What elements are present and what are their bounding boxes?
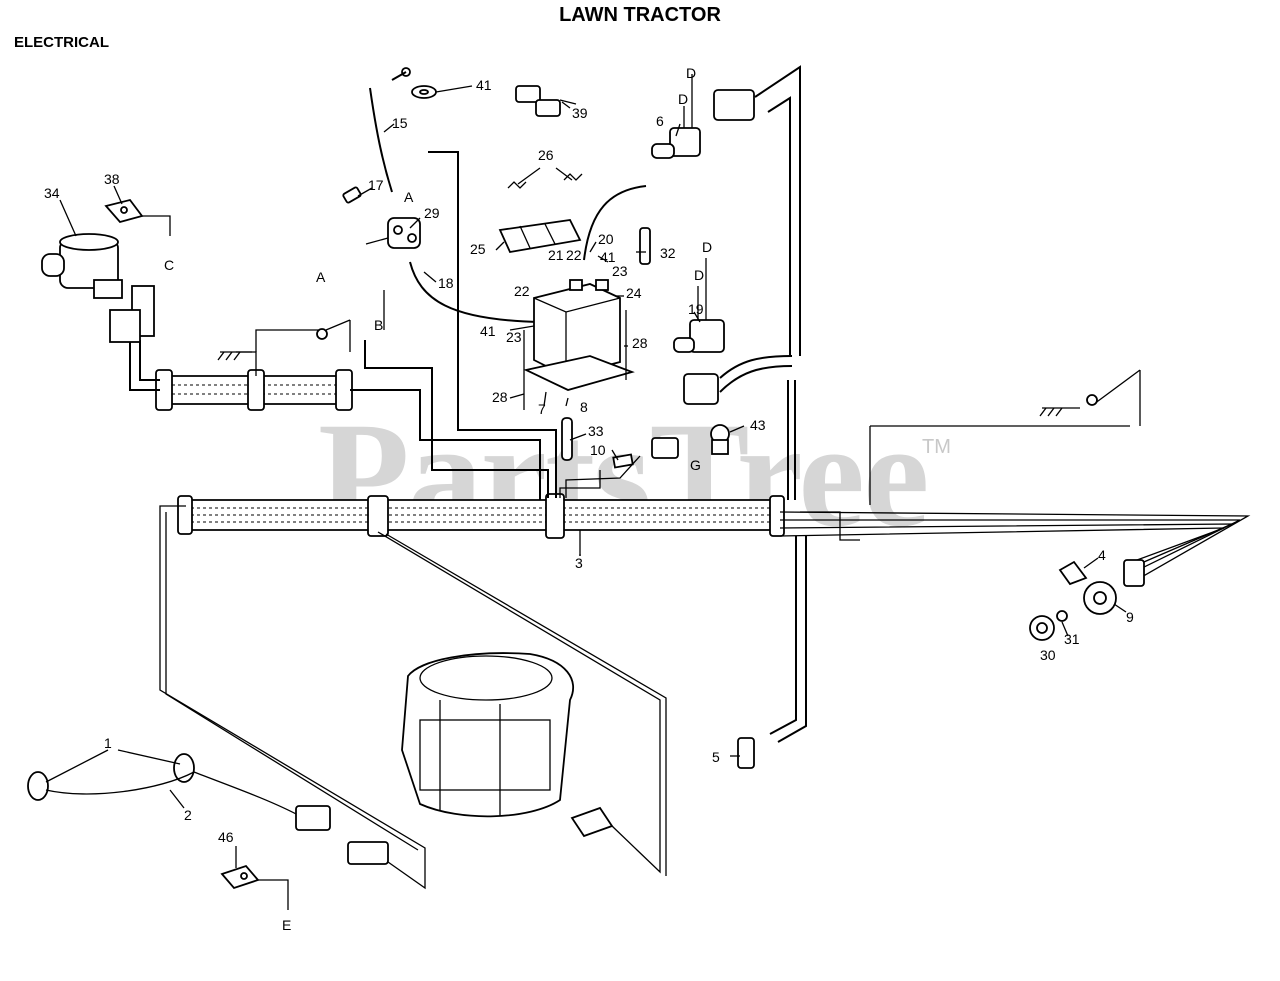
callout-38: 38 xyxy=(104,171,120,187)
diagram-title: LAWN TRACTOR xyxy=(559,4,721,26)
callout-labels: 1 2 3 4 5 6 7 8 9 10 15 17 18 19 20 21 2… xyxy=(44,77,1134,845)
connector-plug[interactable] xyxy=(651,437,679,459)
callout-8: 8 xyxy=(580,399,588,415)
callout-32: 32 xyxy=(660,245,676,261)
horn-part-9[interactable] xyxy=(1083,559,1145,615)
callout-21: 21 xyxy=(548,247,564,263)
callout-1: 1 xyxy=(104,735,112,751)
connector-a-left: A xyxy=(316,269,326,285)
main-wire-harness xyxy=(177,493,785,539)
connector-d-3: D xyxy=(702,239,712,255)
washer-part-41[interactable] xyxy=(411,85,437,99)
solenoid-part-29[interactable] xyxy=(365,217,421,249)
section-label: ELECTRICAL xyxy=(14,34,109,51)
cable-part-20[interactable] xyxy=(583,185,647,261)
rod-part-28[interactable] xyxy=(523,310,627,410)
callout-34: 34 xyxy=(44,185,60,201)
callout-22a: 22 xyxy=(566,247,582,263)
callout-46: 46 xyxy=(218,829,234,845)
ground-symbol-left xyxy=(217,319,351,361)
callout-41c: 41 xyxy=(480,323,496,339)
callout-31: 31 xyxy=(1064,631,1080,647)
battery-part-24[interactable] xyxy=(533,279,621,377)
callout-7: 7 xyxy=(538,401,546,417)
callout-6: 6 xyxy=(656,113,664,129)
wing-nut-part-26[interactable] xyxy=(507,173,583,189)
bolt-part-17[interactable] xyxy=(342,186,362,204)
switch-part-5[interactable] xyxy=(737,737,755,769)
callout-24: 24 xyxy=(626,285,642,301)
trademark-mark: TM xyxy=(922,436,951,458)
callout-18: 18 xyxy=(438,275,454,291)
callout-29: 29 xyxy=(424,205,440,221)
battery-tray-part-7[interactable] xyxy=(523,355,635,391)
harness-part-2[interactable] xyxy=(45,771,331,831)
switch-part-6[interactable] xyxy=(651,74,755,159)
nut-part-30[interactable] xyxy=(1029,615,1055,641)
connector-d-1: D xyxy=(686,65,696,81)
fuse-part-39[interactable] xyxy=(515,85,577,117)
connector-e: E xyxy=(282,917,291,933)
connector-b: B xyxy=(374,317,383,333)
connector-g: G xyxy=(690,457,701,473)
connector-c: C xyxy=(164,257,174,273)
callout-28a: 28 xyxy=(492,389,508,405)
callout-17: 17 xyxy=(368,177,384,193)
callout-20: 20 xyxy=(598,231,614,247)
callout-9: 9 xyxy=(1126,609,1134,625)
callout-5: 5 xyxy=(712,749,720,765)
switch-part-19[interactable] xyxy=(673,258,725,405)
wiring-lines xyxy=(129,65,1251,890)
callout-33: 33 xyxy=(588,423,604,439)
tube-part-33[interactable] xyxy=(561,417,573,461)
leader-lines xyxy=(45,85,1127,868)
connector-d-4: D xyxy=(694,267,704,283)
callout-22b: 22 xyxy=(514,283,530,299)
callout-26: 26 xyxy=(538,147,554,163)
ground-symbol-right xyxy=(1039,370,1141,426)
engine xyxy=(401,652,575,818)
switch-part-4[interactable] xyxy=(1058,560,1088,586)
connector-letter-labels: A A B C D D D D E G xyxy=(164,65,712,933)
callout-4: 4 xyxy=(1098,547,1106,563)
callout-15: 15 xyxy=(392,115,408,131)
callout-28b: 28 xyxy=(632,335,648,351)
callout-23a: 23 xyxy=(612,263,628,279)
part-32[interactable] xyxy=(639,227,651,265)
upper-wire-harness xyxy=(155,369,353,411)
callout-19: 19 xyxy=(688,301,704,317)
callout-43: 43 xyxy=(750,417,766,433)
fuse-part-10[interactable] xyxy=(612,453,634,469)
callout-10: 10 xyxy=(590,442,606,458)
callout-2: 2 xyxy=(184,807,192,823)
connector-plug-lower[interactable] xyxy=(347,841,389,865)
callout-39: 39 xyxy=(572,105,588,121)
connector-a-top: A xyxy=(404,189,414,205)
ignition-switch-part-43[interactable] xyxy=(710,424,730,455)
washer-part-31[interactable] xyxy=(1056,610,1068,622)
bracket-part-38[interactable] xyxy=(104,198,171,236)
bracket-part-46[interactable] xyxy=(220,864,289,910)
battery-holddown-part-25[interactable] xyxy=(498,219,582,254)
seat-switch[interactable] xyxy=(570,806,614,838)
callout-41b: 41 xyxy=(600,249,616,265)
ignition-coil-part-34[interactable] xyxy=(41,233,155,343)
callout-23b: 23 xyxy=(506,329,522,345)
callout-25: 25 xyxy=(470,241,486,257)
connector-d-2: D xyxy=(678,91,688,107)
headlight-part-1[interactable] xyxy=(27,753,195,801)
callout-3: 3 xyxy=(575,555,583,571)
callout-30: 30 xyxy=(1040,647,1056,663)
callout-41a: 41 xyxy=(476,77,492,93)
